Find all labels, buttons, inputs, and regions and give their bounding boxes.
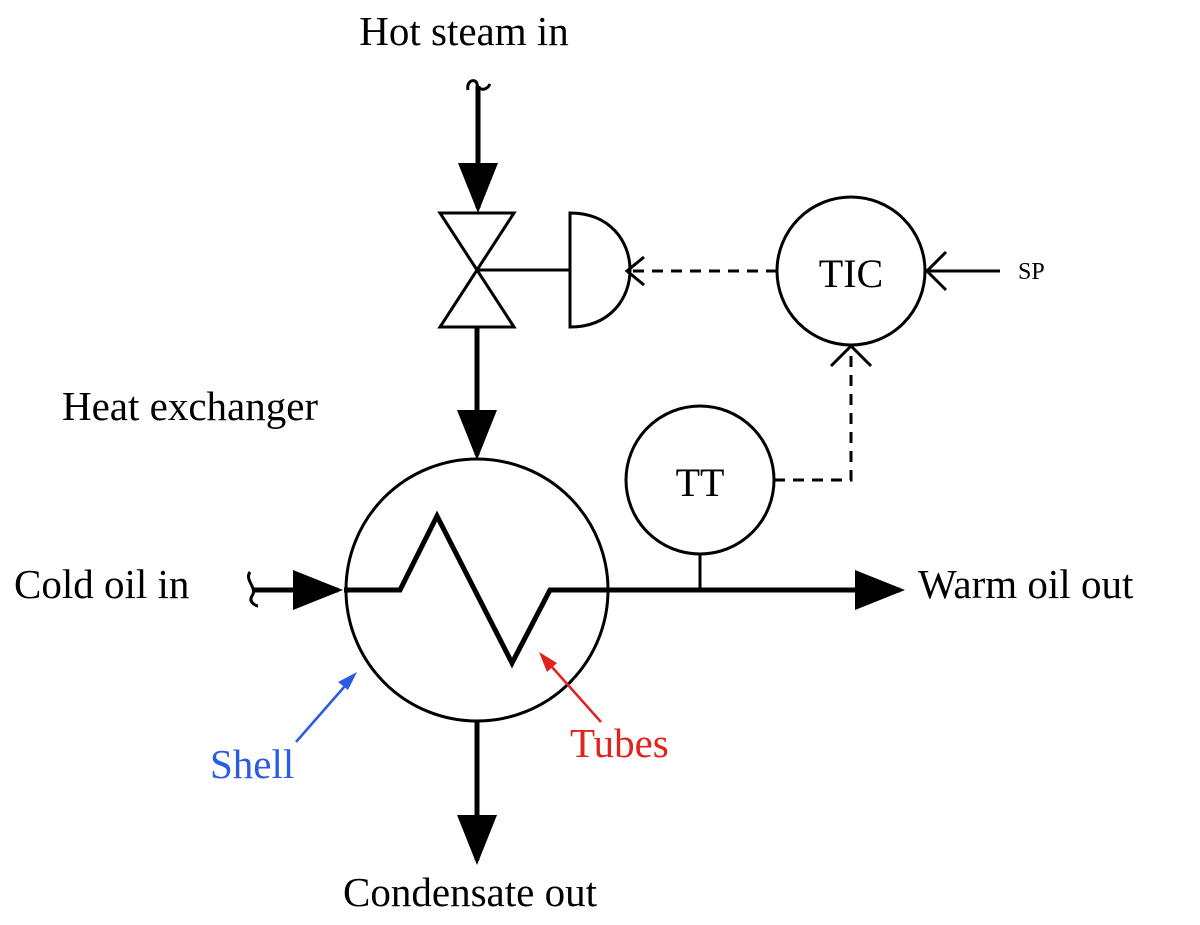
warm-oil-out-label: Warm oil out	[918, 561, 1134, 607]
tubes-label: Tubes	[570, 720, 669, 766]
valve-actuator-icon	[568, 211, 632, 329]
oil-line-break-symbol	[247, 571, 259, 608]
setpoint-arrowhead	[924, 250, 948, 292]
shell-pointer-arrowhead	[338, 672, 357, 690]
setpoint-label: SP	[1018, 259, 1045, 285]
transmitter-signal-line	[774, 350, 853, 482]
condensate-out-label: Condensate out	[343, 869, 598, 915]
steam-line-break-symbol	[466, 79, 492, 91]
cold-oil-in-label: Cold oil in	[14, 561, 189, 607]
tubes-pointer-arrow	[543, 657, 602, 723]
controller-tag: TIC	[819, 251, 883, 296]
shell-label: Shell	[210, 741, 294, 787]
controller-output-arrowhead	[624, 255, 645, 287]
tubes-pointer-arrowhead	[539, 652, 557, 672]
transmitter-tag: TT	[676, 460, 725, 505]
exchanger-tubes	[344, 510, 608, 669]
shell-pointer-arrow	[295, 677, 353, 743]
hot-steam-in-label: Hot steam in	[359, 8, 569, 54]
heat-exchanger-label: Heat exchanger	[62, 383, 318, 429]
